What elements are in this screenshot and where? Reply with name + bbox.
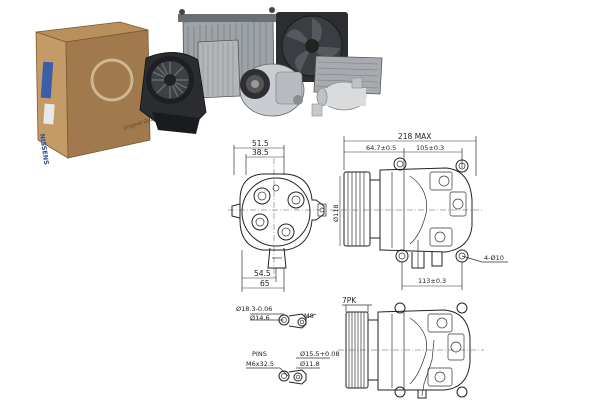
heater-core-image [197, 39, 241, 99]
side-view-drawing: 218 MAX 64.7±0.5 105±0.3 Ø118 [330, 132, 508, 290]
belt-label-7pk: 7PK [342, 296, 357, 305]
dim-64-7: 64.7±0.5 [366, 144, 396, 152]
fitting-top-outer: Ø18.3-0.06 [236, 305, 272, 313]
dim-65: 65 [260, 279, 270, 288]
front-view-drawing: 51.5 38.5 54.5 65 [228, 139, 327, 292]
fitting-pins-spec: M6x32.5 [246, 360, 274, 368]
front-bolts [251, 184, 305, 241]
blower-motor-image [139, 52, 207, 134]
dim-113: 113±0.3 [418, 277, 446, 285]
ac-compressor-image [239, 63, 305, 117]
product-collage: NISSENS Original Quality [35, 7, 383, 166]
dim-54-5: 54.5 [254, 269, 271, 278]
fitting-bottom-shape [278, 369, 307, 385]
dim-dia-118: Ø118 [332, 204, 340, 222]
product-box: NISSENS Original Quality [35, 21, 162, 166]
dim-218-max: 218 MAX [398, 132, 431, 141]
pulley-view-drawing: 7PK [338, 296, 484, 399]
fitting-bottom-outer: Ø15.5+0.08 [300, 350, 340, 358]
fitting-bottom-inner: Ø11.8 [300, 360, 320, 368]
fitting-pins-label: PINS [252, 350, 267, 358]
dim-38-5: 38.5 [252, 148, 269, 157]
dim-51-5: 51.5 [252, 139, 269, 148]
receiver-drier-image [311, 77, 367, 117]
dim-4-dia-10: 4-Ø10 [484, 254, 504, 262]
fitting-top-inner: Ø14.6 [250, 314, 270, 322]
fittings-detail: Ø18.3-0.06 Ø14.6 M8 PINS M6x32.5 Ø15.5+0… [236, 305, 340, 385]
fitting-top-shape [278, 313, 307, 329]
dim-105: 105±0.3 [416, 144, 444, 152]
fitting-top-thread: M8 [304, 312, 314, 320]
